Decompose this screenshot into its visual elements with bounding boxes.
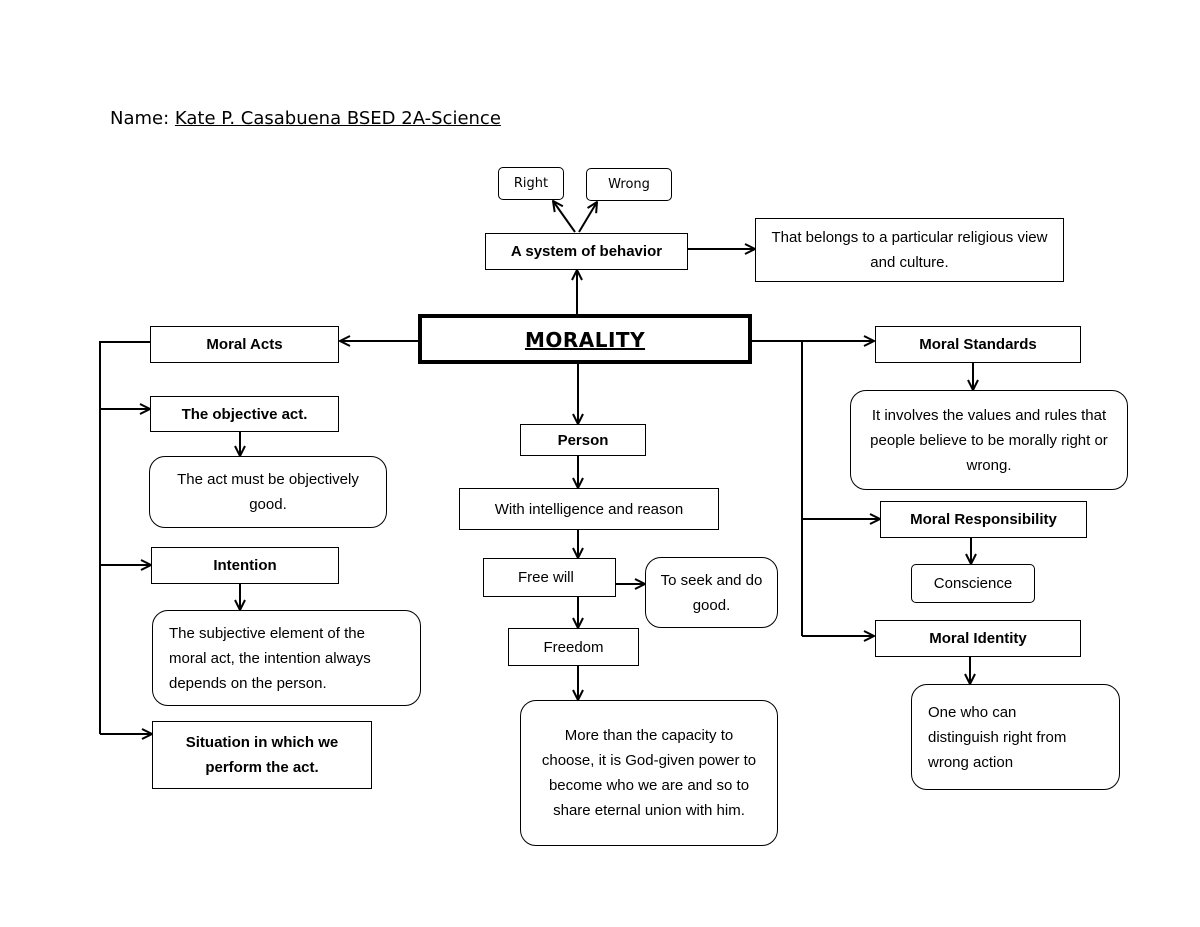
identity-desc-box: One who can distinguish right from wrong… [911,684,1120,790]
standards-desc-box: It involves the values and rules that pe… [850,390,1128,490]
freedom-desc-box: More than the capacity to choose, it is … [520,700,778,846]
freedom-box: Freedom [508,628,639,666]
situation-box: Situation in which we perform the act. [152,721,372,789]
intelligence-box: With intelligence and reason [459,488,719,530]
person-box: Person [520,424,646,456]
wrong-box: Wrong [586,168,672,201]
objective-desc-box: The act must be objectively good. [149,456,387,528]
moral-acts-box: Moral Acts [150,326,339,363]
conscience-box: Conscience [911,564,1035,603]
student-name-line: Name: Kate P. Casabuena BSED 2A-Science [110,108,501,129]
intention-box: Intention [151,547,339,584]
belongs-box: That belongs to a particular religious v… [755,218,1064,282]
intention-desc-box: The subjective element of the moral act,… [152,610,421,706]
moral-responsibility-box: Moral Responsibility [880,501,1087,538]
moral-standards-box: Moral Standards [875,326,1081,363]
right-box: Right [498,167,564,200]
arrow-system-to-right [553,201,576,233]
arrow-system-to-wrong [578,202,597,233]
name-value: Kate P. Casabuena BSED 2A-Science [174,108,501,129]
system-of-behavior-box: A system of behavior [485,233,688,270]
seek-good-box: To seek and do good. [645,557,778,628]
free-will-box: Free will [483,558,616,597]
objective-act-box: The objective act. [150,396,339,432]
morality-title-box: MORALITY [418,314,752,364]
name-label: Name: [110,108,170,129]
bracket-left [99,341,150,734]
moral-identity-box: Moral Identity [875,620,1081,657]
